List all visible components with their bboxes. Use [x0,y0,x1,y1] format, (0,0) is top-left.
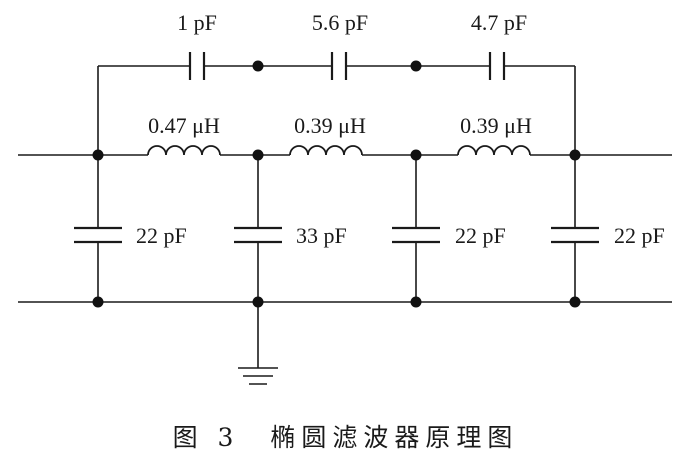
figure-caption: 图 3 椭圆滤波器原理图 [172,423,519,452]
inductor-3 [457,145,531,156]
ground-symbol-icon [238,302,278,385]
inductor-2-label: 0.39 μH [294,113,366,138]
shunt-capacitor-3-label: 22 pF [455,223,506,248]
series-capacitor-3-label: 4.7 pF [471,10,527,35]
shunt-capacitor-2 [234,155,282,302]
series-capacitor-3 [488,52,506,80]
inductor-1-label: 0.47 μH [148,113,220,138]
inductor-1 [147,145,221,156]
bypass-wires [97,65,576,155]
shunt-capacitor-1-label: 22 pF [136,223,187,248]
junction-nodes [92,60,581,308]
shunt-capacitor-4 [551,155,599,302]
shunt-capacitor-1 [74,155,122,302]
series-capacitor-2-label: 5.6 pF [312,10,368,35]
series-capacitor-1-label: 1 pF [177,10,217,35]
series-capacitor-2 [330,52,348,80]
series-capacitor-1 [188,52,206,80]
shunt-capacitor-2-label: 33 pF [296,223,347,248]
shunt-capacitor-4-label: 22 pF [614,223,665,248]
shunt-capacitor-3 [392,155,440,302]
inductor-2 [289,145,363,156]
inductor-3-label: 0.39 μH [460,113,532,138]
